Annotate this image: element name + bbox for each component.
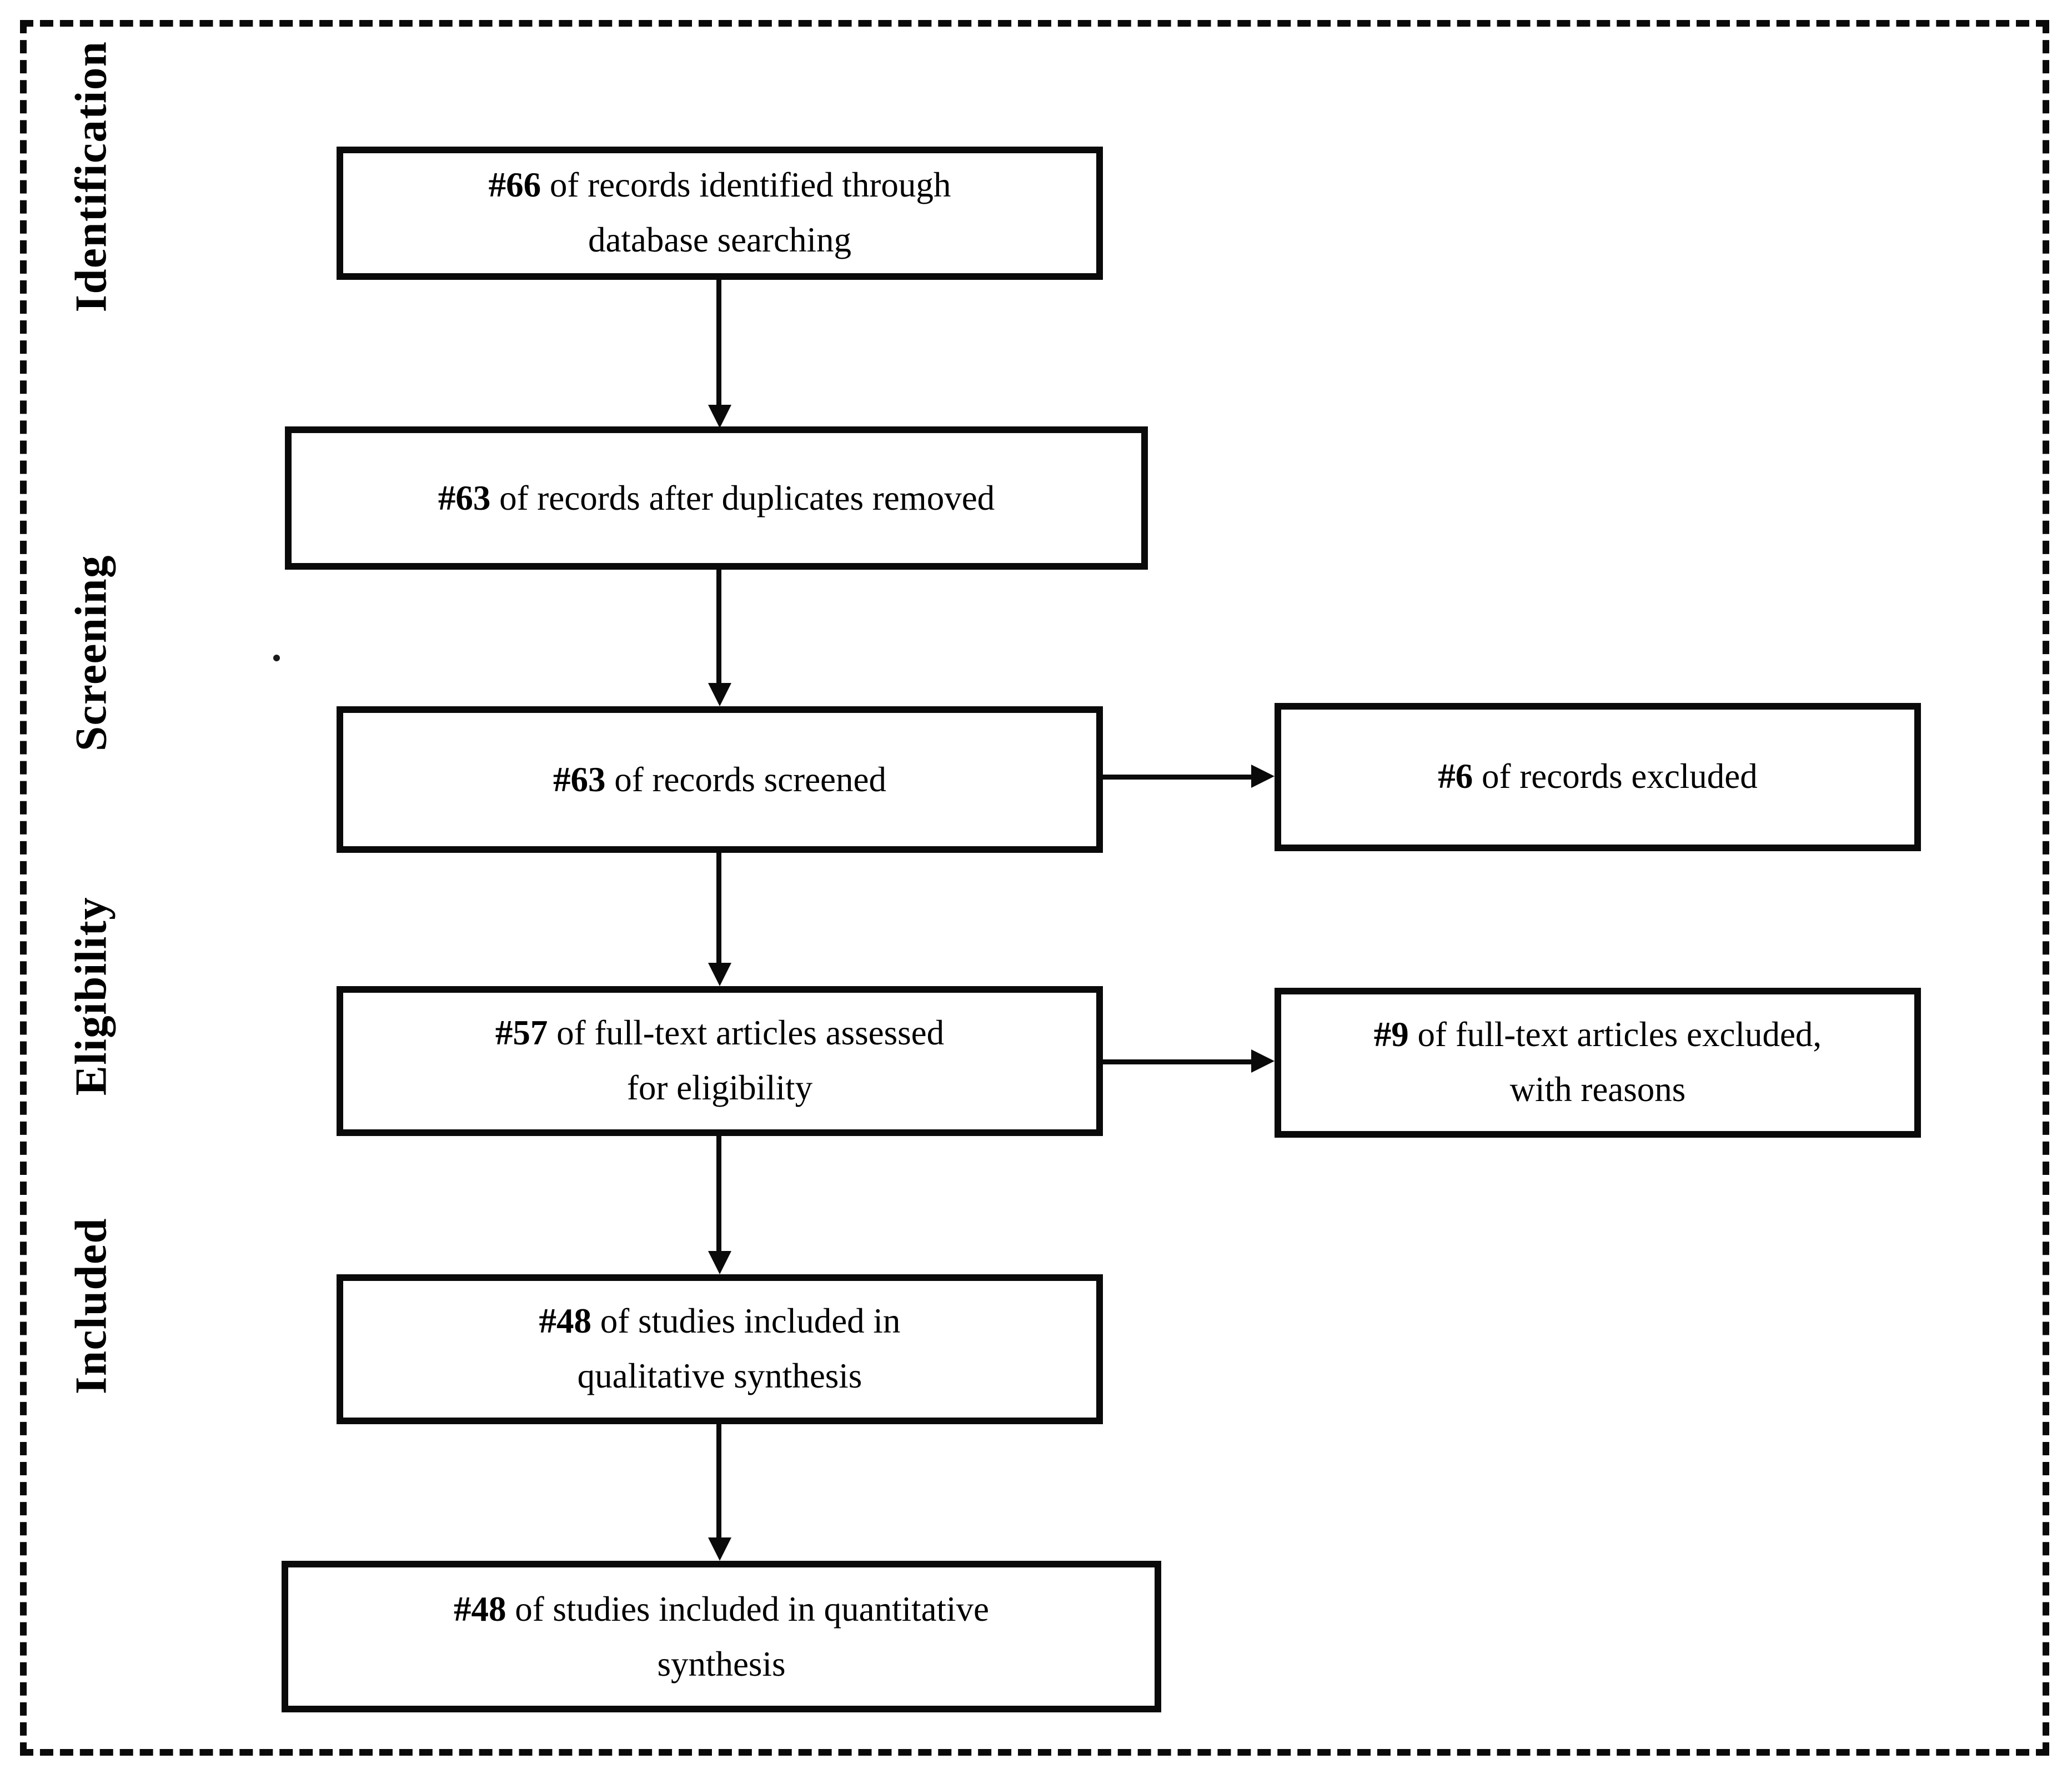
flow-box-text: qualitative synthesis [577, 1356, 862, 1396]
flow-box-text: #63 of records screened [553, 759, 886, 800]
flow-box-text: #48 of studies included in [539, 1301, 901, 1342]
arrow-down-line-1 [716, 280, 721, 406]
flow-box-text: for eligibility [626, 1068, 813, 1108]
flow-box-qualitative-synthesis: #48 of studies included in qualitative s… [337, 1274, 1103, 1424]
arrow-right-head-2 [1251, 1049, 1275, 1073]
flow-box-records-identified: #66 of records identified through databa… [337, 147, 1103, 280]
stage-label-screening: Screening [66, 555, 116, 751]
flow-box-text: synthesis [657, 1643, 786, 1683]
exclusion-box-fulltext-excluded: #9 of full-text articles excluded, with … [1275, 988, 1921, 1138]
flow-box-text: #9 of full-text articles excluded, [1373, 1015, 1822, 1056]
stage-label-eligibility: Eligibility [66, 896, 116, 1096]
arrow-down-head-2 [708, 683, 731, 706]
scan-artifact-dot [273, 655, 280, 661]
arrow-down-line-5 [716, 1424, 721, 1539]
arrow-down-head-5 [708, 1537, 731, 1561]
stage-label-identification: Identification [66, 41, 116, 313]
flow-box-fulltext-assessed: #57 of full-text articles assessed for e… [337, 986, 1103, 1136]
arrow-down-line-2 [716, 570, 721, 685]
flow-box-text: #66 of records identified through [488, 165, 951, 206]
flow-box-quantitative-synthesis: #48 of studies included in quantitative … [282, 1561, 1161, 1712]
arrow-down-head-1 [708, 405, 731, 428]
flow-box-text: with reasons [1509, 1069, 1686, 1109]
arrow-right-line-2 [1103, 1059, 1253, 1064]
exclusion-box-records-excluded: #6 of records excluded [1275, 703, 1921, 851]
flow-box-text: #48 of studies included in quantitative [453, 1589, 990, 1629]
flow-box-text: #57 of full-text articles assessed [495, 1013, 945, 1054]
flow-box-text: #63 of records after duplicates removed [438, 478, 995, 518]
arrow-down-head-4 [708, 1251, 731, 1274]
flow-box-text: database searching [588, 220, 851, 260]
flow-box-records-screened: #63 of records screened [337, 706, 1103, 853]
flow-box-duplicates-removed: #63 of records after duplicates removed [285, 426, 1148, 570]
arrow-down-head-3 [708, 963, 731, 986]
arrow-down-line-3 [716, 853, 721, 964]
arrow-down-line-4 [716, 1136, 721, 1253]
stage-label-included: Included [66, 1217, 116, 1395]
dashed-border-frame [20, 20, 2049, 1756]
arrow-right-head-1 [1251, 765, 1275, 788]
arrow-right-line-1 [1103, 775, 1253, 780]
flow-box-text: #6 of records excluded [1438, 756, 1758, 797]
